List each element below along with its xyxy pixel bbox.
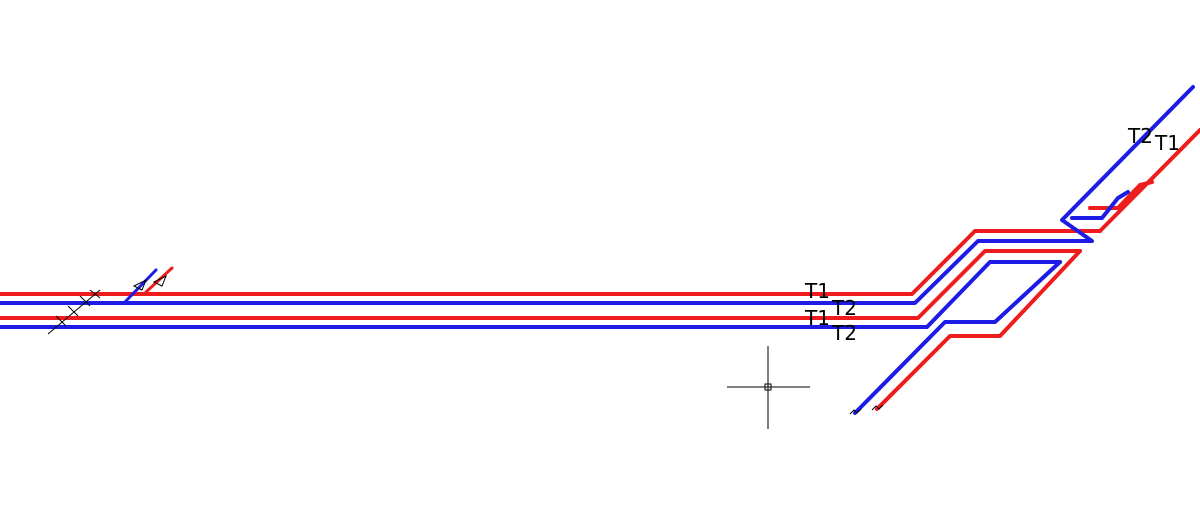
pipe-t1-stub-upper	[1088, 180, 1154, 210]
label-top-t2: T2	[1127, 124, 1153, 148]
pipe-t2-left-stub	[122, 268, 158, 305]
label-upper-t1: T1	[804, 279, 830, 303]
pipe-break-icon	[47, 289, 101, 335]
pipe-t1-lower-main	[0, 249, 1082, 320]
crosshair-cursor-icon	[727, 346, 810, 429]
pipe-t2-lower-main	[0, 260, 1062, 329]
pipe-t1-upper-main	[0, 229, 1102, 296]
valve-symbol-icon	[132, 274, 167, 291]
label-lower-t1: T1	[804, 306, 830, 330]
pipe-end-marker-icon	[849, 404, 884, 415]
label-lower-t2: T2	[831, 321, 857, 345]
pipe-t1-down-branch	[875, 249, 1082, 411]
label-upper-t2: T2	[831, 296, 857, 320]
pipe-t2-down-branch	[853, 260, 1062, 415]
pipe-t2-stub-upper	[1070, 190, 1130, 220]
label-top-t1: T1	[1154, 131, 1180, 155]
pipe-t2-upper-main	[0, 85, 1195, 305]
